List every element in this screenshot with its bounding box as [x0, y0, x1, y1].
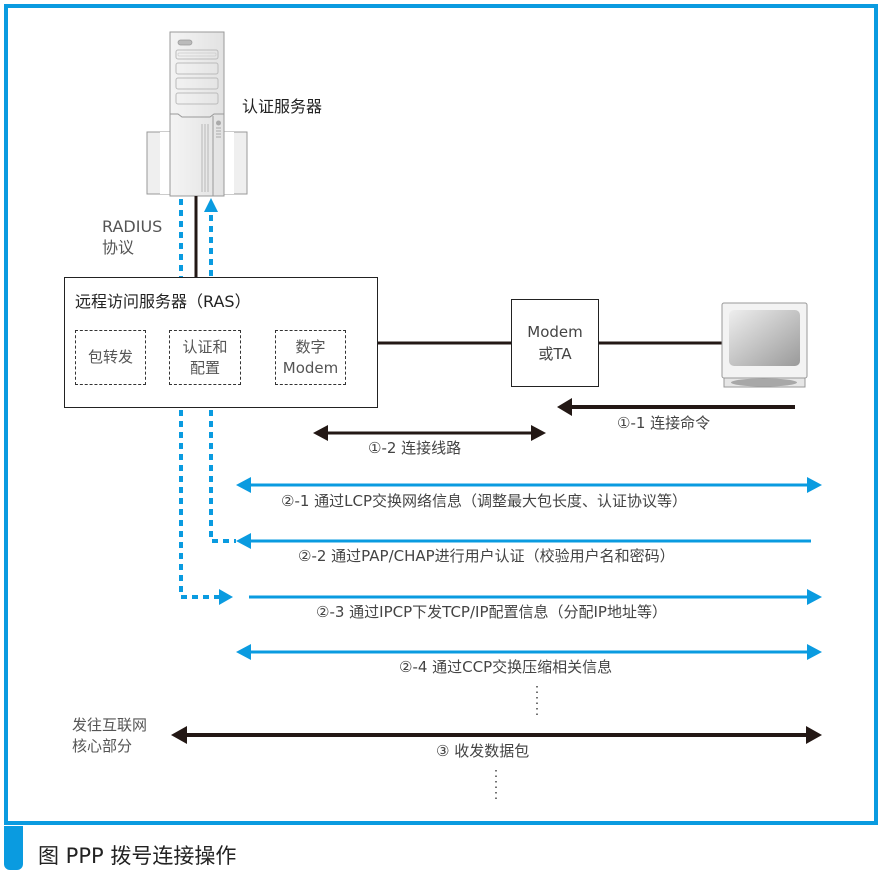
module-label: Modem — [282, 358, 339, 377]
step-2-4-label: ②-4 通过CCP交换压缩相关信息 — [399, 658, 613, 676]
caption-tab — [4, 826, 23, 870]
step-3-label: ③ 收发数据包 — [436, 742, 530, 760]
modem-box: Modem 或TA — [511, 299, 599, 387]
server-tower-icon — [146, 31, 248, 197]
modem-label: Modem — [527, 323, 583, 341]
computer-monitor-icon — [721, 302, 808, 388]
step-2-2-label: ②-2 通过PAP/CHAP进行用户认证（校验用户名和密码） — [298, 547, 675, 565]
module-auth-config: 认证和 配置 — [169, 330, 241, 385]
step-1-1-arrow — [557, 398, 795, 416]
modem-label-ta: 或TA — [538, 345, 572, 363]
module-digital-modem: 数字 Modem — [275, 330, 346, 385]
module-label: 认证和 — [182, 337, 228, 356]
radius-up-arrowhead — [204, 198, 218, 212]
figure-frame — [4, 4, 878, 825]
step-2-3-arrow — [249, 589, 822, 605]
internet-core-label-2: 核心部分 — [72, 737, 133, 755]
internet-core-label: 发往互联网 — [72, 716, 148, 734]
ras-dashed-2-3 — [179, 410, 220, 599]
radius-protocol-label: 协议 — [102, 238, 135, 257]
step-2-2-arrow — [236, 533, 811, 549]
radius-label: RADIUS — [102, 217, 163, 236]
step-1-1-label: ①-1 连接命令 — [617, 414, 711, 432]
dashed-2-3-arrowhead — [219, 589, 233, 605]
ras-title: 远程访问服务器（RAS） — [75, 292, 251, 311]
ras-dashed-2-2 — [209, 410, 236, 543]
step-2-1-arrow — [236, 477, 822, 493]
module-packet-forwarding: 包转发 — [75, 330, 146, 385]
module-label: 包转发 — [87, 348, 133, 366]
step-2-4-arrow — [236, 644, 822, 660]
step-2-1-label: ②-1 通过LCP交换网络信息（调整最大包长度、认证协议等） — [281, 492, 688, 510]
step-3-arrow — [171, 726, 822, 744]
step-2-3-label: ②-3 通过IPCP下发TCP/IP配置信息（分配IP地址等） — [316, 603, 667, 621]
module-label: 数字 — [295, 337, 326, 356]
figure-caption: 图 PPP 拨号连接操作 — [38, 844, 237, 868]
auth-server-label: 认证服务器 — [242, 97, 323, 116]
module-label: 配置 — [189, 358, 220, 377]
ras-box: 远程访问服务器（RAS） — [64, 277, 378, 408]
step-1-2-arrow — [313, 425, 546, 441]
step-1-2-label: ①-2 连接线路 — [368, 439, 462, 457]
